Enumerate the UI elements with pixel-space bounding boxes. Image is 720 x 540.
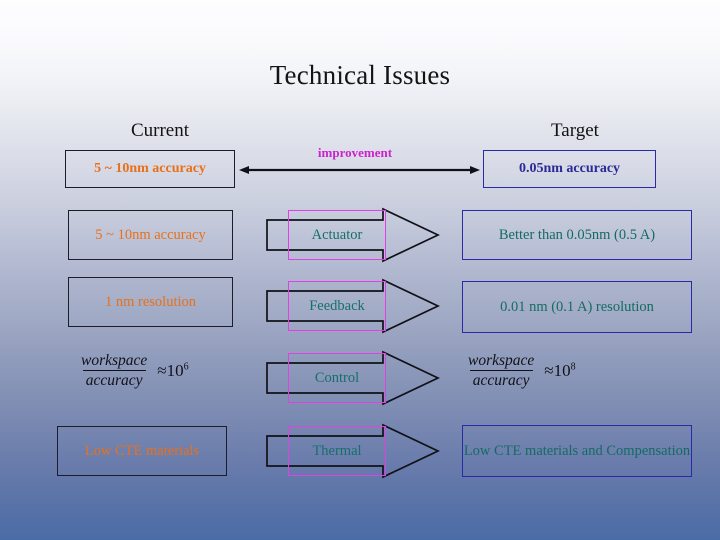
target-ratio-formula: workspace accuracy ≈ 108 bbox=[465, 352, 576, 390]
row-current-box: Low CTE materials bbox=[57, 426, 227, 476]
current-summary-text: 5 ~ 10nm accuracy bbox=[94, 161, 206, 177]
row-current-text: 5 ~ 10nm accuracy bbox=[95, 226, 206, 243]
power-exponent: 8 bbox=[570, 361, 576, 373]
approx-symbol: ≈ bbox=[157, 360, 167, 380]
block-arrow-icon bbox=[266, 423, 440, 479]
fraction: workspace accuracy bbox=[78, 352, 150, 390]
fraction: workspace accuracy bbox=[465, 352, 537, 390]
block-arrow-icon bbox=[266, 207, 440, 263]
power-base: 10 bbox=[166, 360, 184, 380]
row-target-box: Better than 0.05nm (0.5 A) bbox=[462, 210, 692, 260]
row-middle-box: Feedback bbox=[288, 281, 386, 331]
row-current-box: 5 ~ 10nm accuracy bbox=[68, 210, 233, 260]
row-target-box: Low CTE materials and Compensation bbox=[462, 425, 692, 477]
row-middle-text: Feedback bbox=[309, 297, 365, 314]
block-arrow-icon bbox=[266, 278, 440, 334]
fraction-denominator: accuracy bbox=[469, 370, 533, 389]
target-summary-box: 0.05nm accuracy bbox=[483, 150, 656, 188]
row-current-text: 1 nm resolution bbox=[104, 293, 197, 310]
row-target-text: Better than 0.05nm (0.5 A) bbox=[498, 226, 656, 243]
row-current-box: 1 nm resolution bbox=[68, 277, 233, 327]
row-middle-text: Actuator bbox=[311, 226, 363, 243]
fraction-numerator: workspace bbox=[468, 352, 535, 369]
row-current-text: Low CTE materials bbox=[84, 442, 200, 459]
row-middle-box: Thermal bbox=[288, 426, 386, 476]
target-summary-text: 0.05nm accuracy bbox=[518, 161, 621, 177]
current-ratio-formula: workspace accuracy ≈ 106 bbox=[78, 352, 189, 390]
current-summary-box: 5 ~ 10nm accuracy bbox=[65, 150, 235, 188]
row-middle-text: Control bbox=[314, 369, 360, 386]
power-value: 108 bbox=[554, 361, 576, 381]
power-exponent: 6 bbox=[183, 361, 189, 373]
row-target-box: 0.01 nm (0.1 A) resolution bbox=[462, 281, 692, 333]
double-headed-arrow-icon bbox=[239, 166, 480, 174]
column-header-current: Current bbox=[130, 120, 190, 141]
row-middle-text: Thermal bbox=[312, 442, 362, 459]
fraction-numerator: workspace bbox=[81, 352, 148, 369]
row-target-text: 0.01 nm (0.1 A) resolution bbox=[500, 298, 654, 315]
row-middle-box: Actuator bbox=[288, 210, 386, 260]
block-arrow-icon bbox=[266, 350, 440, 406]
row-middle-box: Control bbox=[288, 353, 386, 403]
column-header-target: Target bbox=[551, 120, 599, 141]
fraction-denominator: accuracy bbox=[82, 370, 146, 389]
approx-symbol: ≈ bbox=[544, 360, 554, 380]
page-title: Technical Issues bbox=[269, 60, 451, 90]
power-value: 106 bbox=[167, 361, 189, 381]
improvement-label: improvement bbox=[317, 145, 393, 160]
power-base: 10 bbox=[553, 360, 571, 380]
row-target-text: Low CTE materials and Compensation bbox=[463, 442, 691, 459]
